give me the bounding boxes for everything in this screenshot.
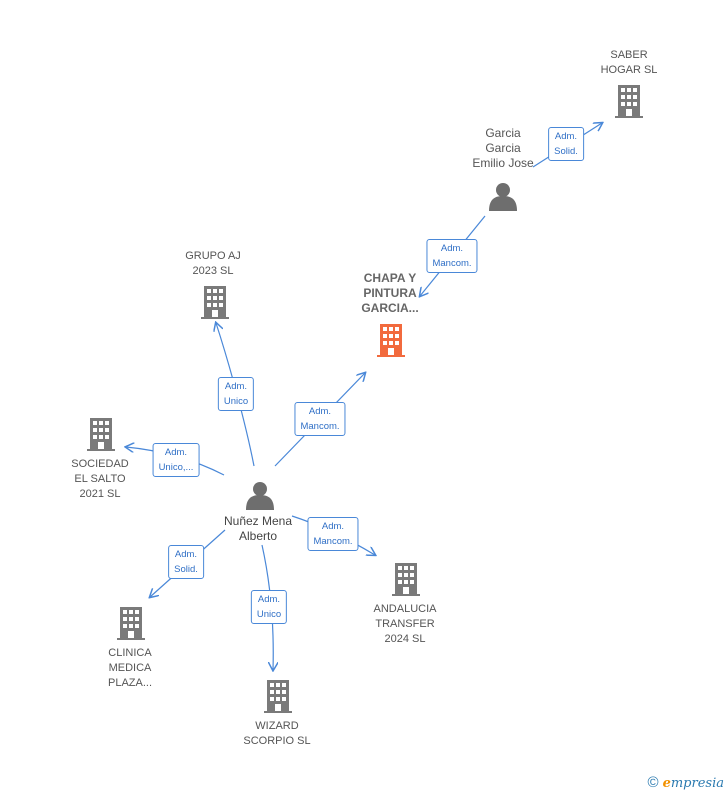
person-icon-nunez[interactable] xyxy=(246,482,274,510)
edge-label-nunez-grupo: Adm. Unico xyxy=(217,377,255,411)
node-label-andalucia[interactable]: ANDALUCIA TRANSFER 2024 SL xyxy=(373,603,437,645)
edge-label-garcia-saber: Adm. Solid. xyxy=(548,127,584,161)
empresia-logo[interactable]: ©empresia xyxy=(648,774,724,791)
edge-label-nunez-chapa: Adm. Mancom. xyxy=(294,402,346,436)
node-label-sociedad[interactable]: SOCIEDAD EL SALTO 2021 SL xyxy=(71,458,129,500)
node-label-wizard[interactable]: WIZARD SCORPIO SL xyxy=(243,720,311,747)
node-label-nunez[interactable]: Nuñez Mena Alberto xyxy=(223,514,293,543)
building-icon-sociedad[interactable] xyxy=(87,418,115,451)
node-label-clinica[interactable]: CLINICA MEDICA PLAZA... xyxy=(107,647,153,689)
edge-label-garcia-chapa: Adm. Mancom. xyxy=(426,239,478,273)
building-icon-grupo[interactable] xyxy=(201,286,229,319)
building-icon-clinica[interactable] xyxy=(117,607,145,640)
building-icon-wizard[interactable] xyxy=(264,680,292,713)
building-icon-chapa[interactable] xyxy=(377,324,405,357)
brand-name: mpresia xyxy=(670,776,724,791)
node-label-chapa[interactable]: CHAPA Y PINTURA GARCIA... xyxy=(361,271,419,315)
edge-label-nunez-clinica: Adm. Solid. xyxy=(168,545,204,579)
node-label-grupo[interactable]: GRUPO AJ 2023 SL xyxy=(185,250,241,277)
edge-label-nunez-wizard: Adm. Unico xyxy=(250,590,288,624)
edge-label-nunez-sociedad: Adm. Unico,... xyxy=(152,443,200,477)
building-icon-saber[interactable] xyxy=(615,85,643,118)
edge-label-nunez-andalucia: Adm. Mancom. xyxy=(307,517,359,551)
brand-e: e xyxy=(662,776,671,791)
node-label-saber[interactable]: SABER HOGAR SL xyxy=(600,49,658,76)
copyright-icon: © xyxy=(647,774,659,791)
node-label-garcia[interactable]: Garcia Garcia Emilio Jose xyxy=(472,126,534,170)
building-icon-andalucia[interactable] xyxy=(392,563,420,596)
person-icon-garcia[interactable] xyxy=(489,183,517,211)
